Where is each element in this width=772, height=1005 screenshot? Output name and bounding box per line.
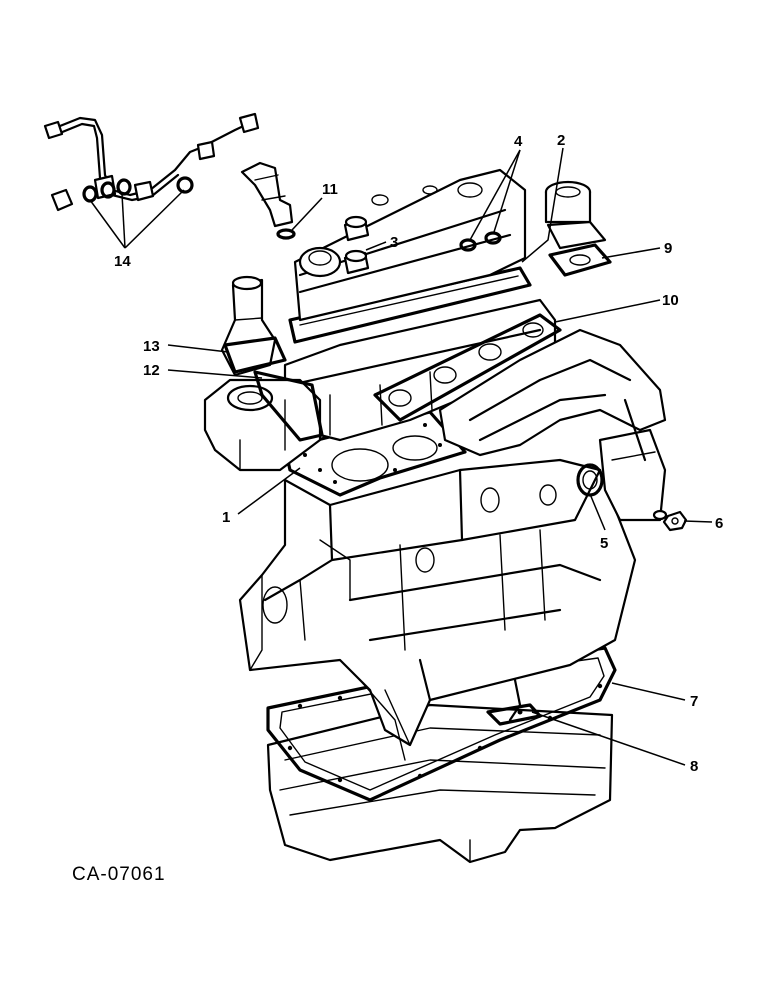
thermostat-gasket [253,370,324,442]
callout-12: 12 [143,362,160,379]
valve-cover [293,168,527,322]
fuel-lines [43,112,260,202]
callout-13: 13 [143,338,160,355]
oil-strainer-gasket [486,678,542,726]
cover-washers [459,231,502,252]
callout-5: 5 [600,535,608,552]
cover-nuts [343,215,370,275]
air-inlet-elbow [544,180,607,250]
manifold-gasket [373,313,562,422]
manifold-nut [662,510,688,532]
callout-2: 2 [557,132,565,149]
callout-1: 1 [222,509,230,526]
callout-4: 4 [514,133,523,150]
leader-lines [89,147,713,766]
callout-11: 11 [322,181,338,198]
callout-labels: 1 2 3 4 5 6 7 8 9 10 11 12 13 14 [114,132,723,775]
callout-10: 10 [662,292,679,309]
callout-9: 9 [664,240,672,257]
water-outlet-gasket [223,336,287,374]
injector-washer [276,228,296,240]
drawing-code: CA-07061 [72,864,166,885]
callout-14: 14 [114,253,131,270]
air-inlet-gasket [548,243,612,277]
injector [240,161,294,228]
manifold [438,328,668,522]
engine-block [238,458,637,761]
callout-8: 8 [690,758,698,775]
callout-3: 3 [390,234,398,251]
oil-pan [266,703,614,864]
callout-6: 6 [715,515,723,532]
callout-7: 7 [690,693,698,710]
